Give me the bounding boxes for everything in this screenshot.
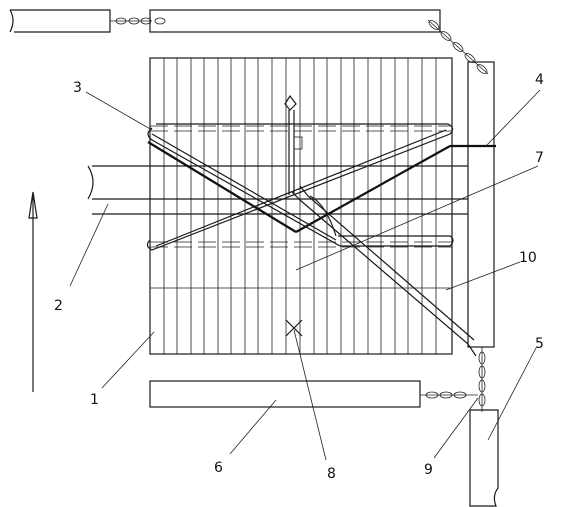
direction-arrow [28, 191, 38, 392]
diagonal-cable [291, 185, 477, 357]
label-1: 1 [90, 392, 99, 408]
label-2: 2 [54, 298, 63, 314]
central-hanger [284, 94, 303, 195]
label-4: 4 [535, 72, 544, 88]
top-bar-right [149, 9, 441, 33]
top-chain [110, 17, 152, 25]
label-8: 8 [327, 466, 336, 482]
label-5: 5 [535, 336, 544, 352]
center-x-mark [285, 319, 303, 337]
vertical-chain [478, 347, 486, 412]
cross-brace-wire [146, 123, 454, 251]
label-7: 7 [535, 150, 544, 166]
diagonal-chain-top-right [427, 19, 489, 75]
counterweight-block [469, 409, 499, 507]
bottom-bar [149, 380, 421, 408]
label-9: 9 [424, 462, 433, 478]
top-bar-left [9, 9, 111, 33]
bottom-chain [420, 391, 478, 399]
vertical-slats [163, 58, 437, 354]
leader-lines [69, 89, 541, 461]
tension-lines [147, 141, 496, 233]
right-rail [467, 61, 495, 348]
label-3: 3 [73, 80, 82, 96]
horizontal-rod [87, 165, 468, 215]
dashed-bar-lower [150, 241, 452, 248]
label-6: 6 [214, 460, 223, 476]
dashed-bar-upper [150, 125, 452, 132]
slatted-panel [149, 57, 453, 355]
label-10: 10 [519, 250, 537, 266]
